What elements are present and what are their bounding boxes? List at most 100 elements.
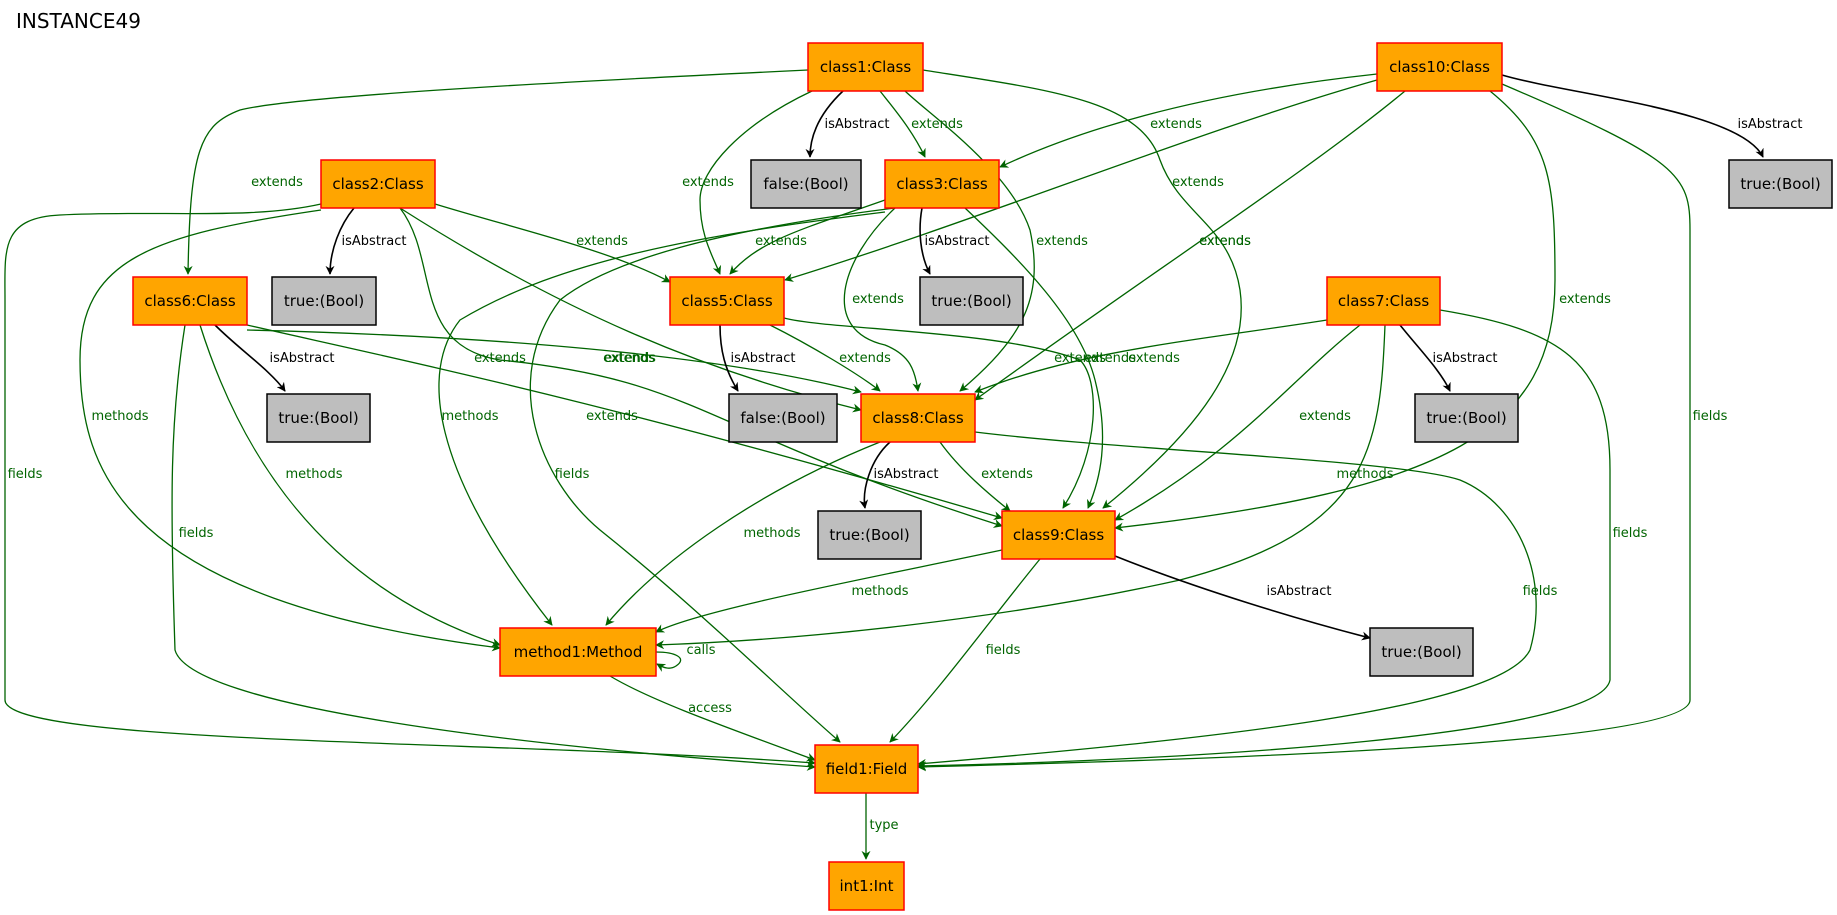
edge-c5-ext-c8: extends bbox=[769, 324, 891, 392]
edge-label: access bbox=[688, 701, 732, 716]
value-box bbox=[919, 276, 1024, 326]
edge-line bbox=[699, 90, 813, 275]
edge-label: extends bbox=[1172, 175, 1224, 190]
edge-c7-ext-c8: extends bbox=[974, 319, 1328, 394]
edge-label: extends bbox=[1199, 234, 1251, 249]
edge-line bbox=[783, 317, 1094, 509]
node-label: method1:Method bbox=[514, 643, 643, 661]
edge-label: extends bbox=[852, 292, 904, 307]
edge-line bbox=[889, 558, 1041, 743]
edge-label: fields bbox=[8, 467, 43, 482]
edge-c1-ext-c9: extends bbox=[922, 69, 1242, 509]
edge-f1-type: type bbox=[861, 793, 899, 860]
edge-label: extends bbox=[1559, 292, 1611, 307]
node-label: false:(Bool) bbox=[740, 409, 825, 427]
object-box bbox=[499, 627, 657, 677]
value-box bbox=[271, 276, 377, 326]
edge-label: extends bbox=[839, 351, 891, 366]
edge-c6-isAbstract: isAbstract bbox=[214, 324, 335, 392]
edge-c1-ext-c6: extends bbox=[183, 69, 809, 275]
edge-line bbox=[1114, 324, 1361, 521]
node-label: class5:Class bbox=[681, 292, 772, 310]
edge-line bbox=[879, 90, 926, 158]
value-box bbox=[1728, 159, 1833, 209]
edge-label: extends bbox=[474, 351, 526, 366]
edge-c1-ext-c8: extends bbox=[904, 90, 1088, 392]
edge-label: fields bbox=[986, 643, 1021, 658]
edge-c2-methods: methods bbox=[79, 209, 501, 652]
edge-c10-ext-c3: extends bbox=[999, 73, 1378, 168]
edge-c10-ext-c5: extends bbox=[784, 79, 1378, 282]
edge-line bbox=[904, 90, 1035, 392]
edge-line bbox=[605, 441, 881, 626]
edge-line bbox=[79, 209, 501, 652]
edge-c10-isAbstract: isAbstract bbox=[1501, 74, 1803, 158]
node-bool-c5: false:(Bool) bbox=[728, 393, 838, 443]
object-box bbox=[814, 744, 919, 794]
edge-line bbox=[655, 651, 682, 672]
node-class3: class3:Class bbox=[884, 159, 1000, 209]
node-class9: class9:Class bbox=[1001, 510, 1116, 560]
object-box bbox=[132, 276, 248, 326]
node-label: class6:Class bbox=[144, 292, 235, 310]
value-box bbox=[750, 159, 862, 209]
edge-line bbox=[434, 203, 671, 283]
node-class10: class10:Class bbox=[1376, 42, 1503, 92]
edge-line bbox=[999, 73, 1378, 168]
edge-line bbox=[917, 431, 1537, 768]
edge-line bbox=[399, 207, 862, 413]
node-label: class7:Class bbox=[1338, 292, 1429, 310]
edge-line bbox=[939, 441, 1011, 512]
node-label: class3:Class bbox=[896, 175, 987, 193]
edge-label: isAbstract bbox=[270, 351, 335, 366]
edge-label: isAbstract bbox=[731, 351, 796, 366]
edge-line bbox=[325, 207, 355, 275]
edge-c8-ext-c9: extends bbox=[939, 441, 1033, 512]
edge-label: methods bbox=[744, 526, 801, 541]
edge-label: fields bbox=[1613, 526, 1648, 541]
value-box bbox=[1414, 393, 1519, 443]
edge-c7-fields: fields bbox=[917, 309, 1648, 771]
value-box bbox=[817, 510, 922, 560]
object-box bbox=[1001, 510, 1116, 560]
edge-label: isAbstract bbox=[1267, 584, 1332, 599]
edge-line bbox=[4, 203, 816, 767]
edge-c7-ext-c9: extends bbox=[1114, 324, 1361, 521]
edge-c7-methods: methods bbox=[655, 324, 1394, 650]
edge-c2-fields: fields bbox=[4, 203, 816, 767]
edge-label: extends bbox=[1199, 234, 1251, 249]
edge-c1-ext-c3: extends bbox=[879, 90, 963, 158]
edge-line bbox=[655, 324, 1386, 650]
edge-label: extends bbox=[576, 234, 628, 249]
edge-line bbox=[964, 207, 1104, 509]
edge-line bbox=[1114, 555, 1371, 641]
edge-label: extends bbox=[251, 175, 303, 190]
edge-line bbox=[769, 324, 881, 392]
edge-line bbox=[843, 207, 922, 392]
edge-c6-ext-c9: extends bbox=[246, 324, 1003, 521]
edge-c9-methods: methods bbox=[655, 549, 1003, 633]
node-bool-c2: true:(Bool) bbox=[271, 276, 377, 326]
object-box bbox=[320, 159, 436, 209]
edge-label: isAbstract bbox=[1738, 117, 1803, 132]
node-class2: class2:Class bbox=[320, 159, 436, 209]
edge-line bbox=[171, 324, 816, 771]
edge-c10-fields: fields bbox=[917, 83, 1728, 772]
edge-line bbox=[246, 324, 1003, 521]
edge-line bbox=[919, 207, 931, 275]
edge-line bbox=[719, 324, 739, 392]
edge-c6-ext-c8: extends bbox=[246, 329, 862, 395]
edge-label: extends bbox=[1084, 351, 1136, 366]
node-label: class8:Class bbox=[872, 409, 963, 427]
node-bool-c1: false:(Bool) bbox=[750, 159, 862, 209]
edge-label: extends bbox=[1054, 351, 1106, 366]
object-box bbox=[669, 276, 785, 326]
edge-line bbox=[1114, 90, 1556, 532]
node-bool-c3: true:(Bool) bbox=[919, 276, 1024, 326]
edge-line bbox=[529, 207, 896, 743]
edge-label: methods bbox=[442, 409, 499, 424]
edge-label: calls bbox=[686, 643, 715, 658]
edge-line bbox=[917, 83, 1691, 772]
edge-line bbox=[214, 324, 286, 392]
diagram-title: INSTANCE49 bbox=[16, 9, 141, 33]
